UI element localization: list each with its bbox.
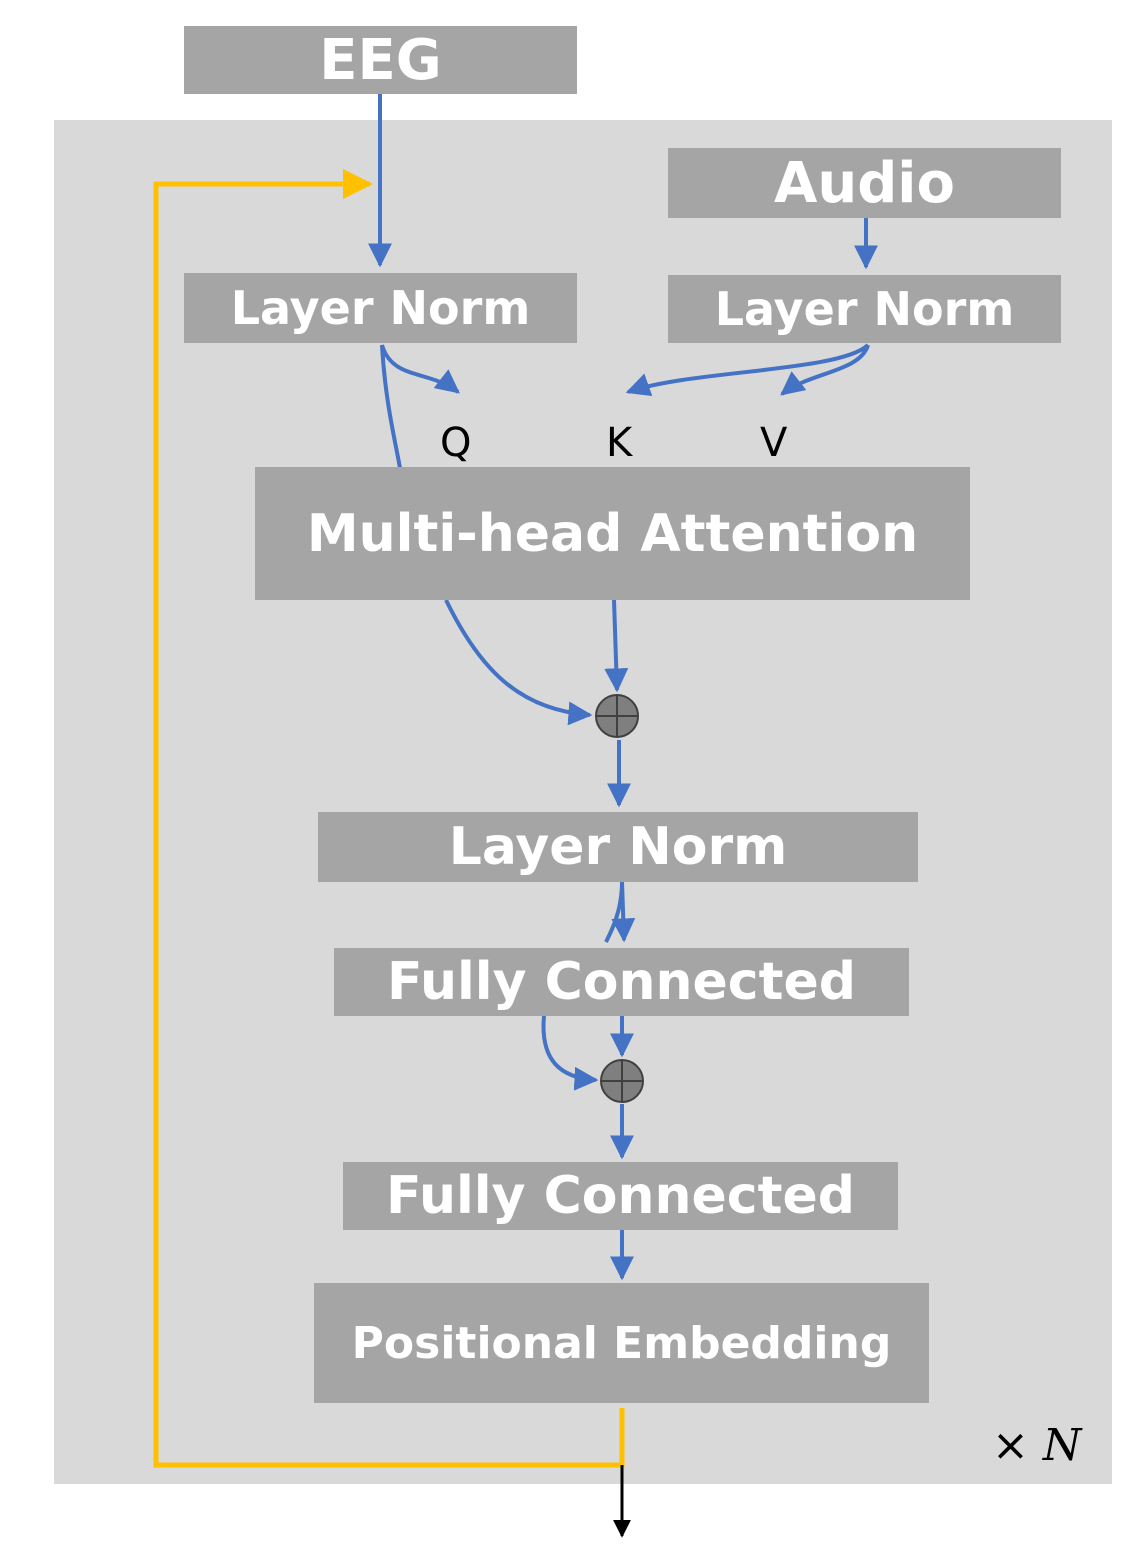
layer-norm-mid-block: Layer Norm [318,812,918,882]
layer-norm-eeg-block: Layer Norm [184,273,577,343]
label-v: V [760,420,788,466]
fully-connected-block-2: Fully Connected [343,1162,898,1230]
arrow-to-q [380,344,460,394]
arrow-to-k [625,343,870,397]
times-symbol: × [992,1420,1029,1471]
add-circle-2 [600,1059,644,1103]
eeg-input-block: EEG [184,26,577,94]
repeated-layer-frame [54,120,1112,1484]
multi-head-attention-block: Multi-head Attention [255,467,970,600]
arrow-layernorm-to-fc1 [604,881,624,943]
residual-arrow-2 [541,1015,599,1091]
add-circle-1 [595,694,639,738]
label-k: K [606,420,633,466]
label-q: Q [440,420,472,466]
repeat-variable: N [1042,1420,1082,1471]
arrow-attention-to-add [604,599,629,693]
arrow-to-v [780,344,870,396]
feedback-loop-line [153,169,625,1468]
residual-line-1 [380,344,402,469]
fully-connected-block-1: Fully Connected [334,948,909,1016]
audio-input-block: Audio [668,148,1061,218]
repeat-n-label: × N [992,1420,1081,1471]
positional-embedding-block: Positional Embedding [314,1283,929,1403]
residual-arrow-1 [444,599,593,726]
layer-norm-audio-block: Layer Norm [668,275,1061,343]
